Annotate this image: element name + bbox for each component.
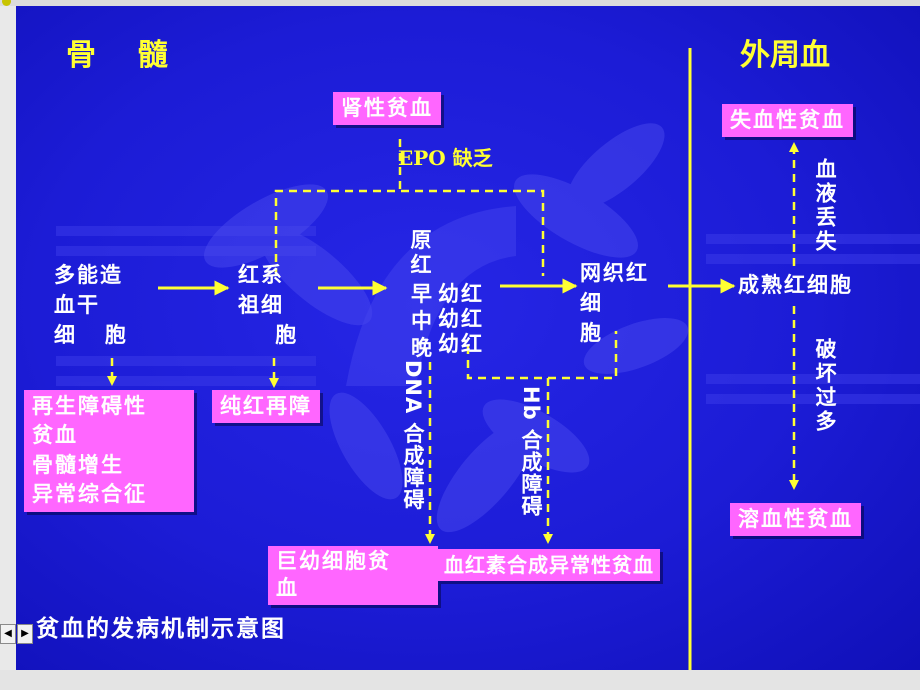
pure-red-aplasia-box: 纯红再障: [212, 390, 320, 424]
progenitor-cell-label: 红系 祖细 胞: [238, 263, 299, 347]
diagram-caption: 贫血的发病机制示意图: [36, 616, 286, 642]
slide: 骨 髓 外周血: [16, 6, 920, 670]
epo-deficiency-label: EPO 缺乏: [398, 146, 493, 170]
hb-synthesis-disorder-label: Hb 合成障碍: [519, 386, 543, 517]
middle-stage-label: 中: [411, 309, 434, 333]
stem-cell-label: 多能造 血干 细 胞: [54, 263, 128, 347]
aplastic-anemia-box: 再生障碍性 贫血 骨髓增生 异常综合征: [24, 390, 194, 512]
reticulocyte-bracket-dashed: [466, 331, 618, 380]
status-dot-icon: [2, 0, 11, 6]
proerythroblast-label: 原红: [410, 228, 432, 278]
hemolytic-anemia-box: 溶血性贫血: [730, 503, 861, 537]
reticulocyte-label: 网织红 细 胞: [580, 261, 649, 345]
background-decoration: [56, 123, 920, 533]
blood-loss-vertical-label: 血液丢失: [813, 158, 837, 254]
diagram-connectors: [107, 48, 799, 670]
peripheral-blood-header: 外周血: [740, 38, 830, 73]
dna-synthesis-disorder-label: DNA 合成障碍: [401, 360, 425, 511]
megaloblastic-anemia-box: 巨幼细胞贫 血: [268, 546, 438, 605]
late-stage-label: 晚: [411, 336, 434, 360]
blood-loss-anemia-box: 失血性贫血: [722, 104, 853, 138]
next-slide-button[interactable]: ▶: [17, 624, 33, 644]
bone-marrow-header: 骨 髓: [66, 38, 168, 73]
mature-rbc-label: 成熟红细胞: [738, 273, 853, 297]
hemoglobin-anemia-box: 血红素合成异常性贫血: [438, 549, 660, 581]
normoblast-label: 幼红 幼红 幼红: [438, 282, 484, 357]
window-bottom-bar: [0, 670, 920, 690]
window-top-bar: [0, 0, 920, 6]
early-stage-label: 早: [411, 282, 434, 306]
previous-slide-button[interactable]: ◀: [0, 624, 16, 644]
destruction-vertical-label: 破坏过多: [813, 338, 837, 434]
renal-anemia-box: 肾性贫血: [333, 92, 441, 126]
epo-feedback-dashed: [274, 189, 545, 276]
